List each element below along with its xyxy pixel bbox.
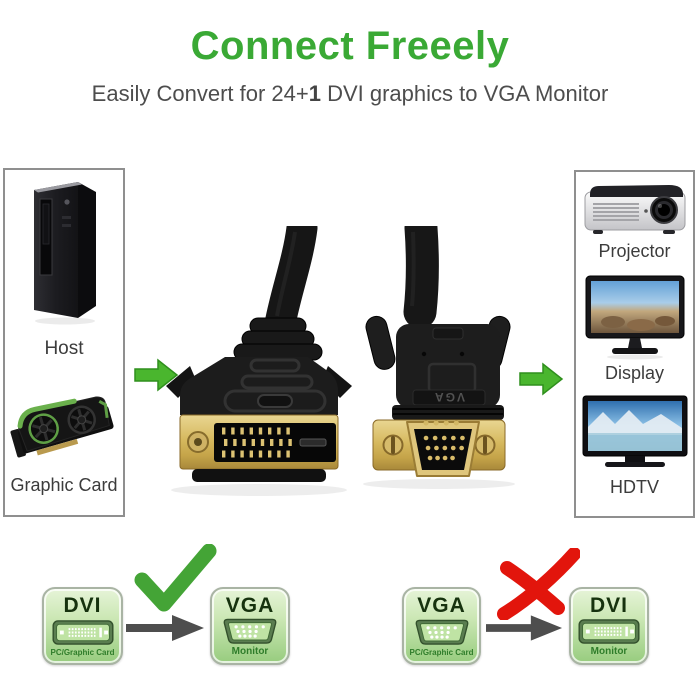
dvi-analog-blade: [299, 438, 327, 447]
projector-label: Projector: [598, 241, 671, 261]
target-devices-panel: Projector Display HDTV: [574, 170, 695, 518]
vga-cable: [403, 226, 439, 329]
display-image: [585, 275, 684, 360]
cross-icon: [497, 548, 580, 620]
port-label: DVI: [589, 594, 628, 617]
subtitle-bold: 1: [308, 81, 321, 106]
vga-connector-body: VGA: [392, 324, 504, 420]
subtitle-prefix: Easily Convert for 24+: [91, 81, 309, 106]
graphic-card-label: Graphic Card: [10, 474, 118, 495]
port-label: VGA: [417, 594, 466, 617]
vga-port-icon: [220, 618, 280, 644]
vga-dsub: [406, 420, 480, 477]
source-devices-panel: Host Graphic Card: [3, 168, 125, 517]
subtitle-suffix: DVI graphics to VGA Monitor: [320, 81, 609, 106]
host-tower-image: [34, 182, 96, 325]
port-label: DVI: [63, 594, 102, 617]
check-icon: [134, 544, 217, 612]
port-box-dvi-source: DVI PC/Graphic Card: [42, 587, 123, 665]
port-box-vga-source: VGA PC/Graphic Card: [402, 587, 481, 665]
vga-port-icon: [412, 619, 472, 645]
cable-photo: VGA: [166, 226, 515, 496]
flow-arrow-icon: [126, 612, 206, 644]
page-title: Connect Freeely: [190, 24, 510, 68]
dvi-pins: [222, 427, 294, 458]
graphic-card-image: [10, 396, 114, 458]
port-label: VGA: [225, 594, 275, 617]
display-label: Display: [604, 362, 665, 383]
port-device-label: Monitor: [590, 646, 628, 657]
dvi-shell-bottom: [192, 469, 326, 482]
hdtv-image: [582, 395, 687, 467]
vga-marking-text: VGA: [433, 390, 465, 404]
hdtv-label: HDTV: [610, 476, 659, 497]
page-subtitle: Easily Convert for 24+1 DVI graphics to …: [0, 81, 700, 107]
projector-image: [584, 185, 685, 234]
port-device-label: PC/Graphic Card: [409, 648, 474, 657]
dvi-gold-plate: [179, 414, 339, 470]
green-arrow-right-icon: [517, 360, 565, 398]
port-device-label: PC/Graphic Card: [50, 648, 115, 657]
dvi-strain-relief: [233, 317, 323, 361]
port-box-dvi-target: DVI Monitor: [569, 587, 649, 665]
dvi-cable: [264, 226, 318, 340]
port-device-label: Monitor: [231, 646, 269, 657]
dvi-connector-body: [166, 357, 352, 415]
dvi-port-icon: [578, 619, 640, 644]
port-box-vga-target: VGA Monitor: [210, 587, 290, 665]
dvi-port-icon: [52, 620, 114, 645]
green-arrow-left-icon: [132, 356, 180, 394]
host-label: Host: [44, 338, 84, 359]
